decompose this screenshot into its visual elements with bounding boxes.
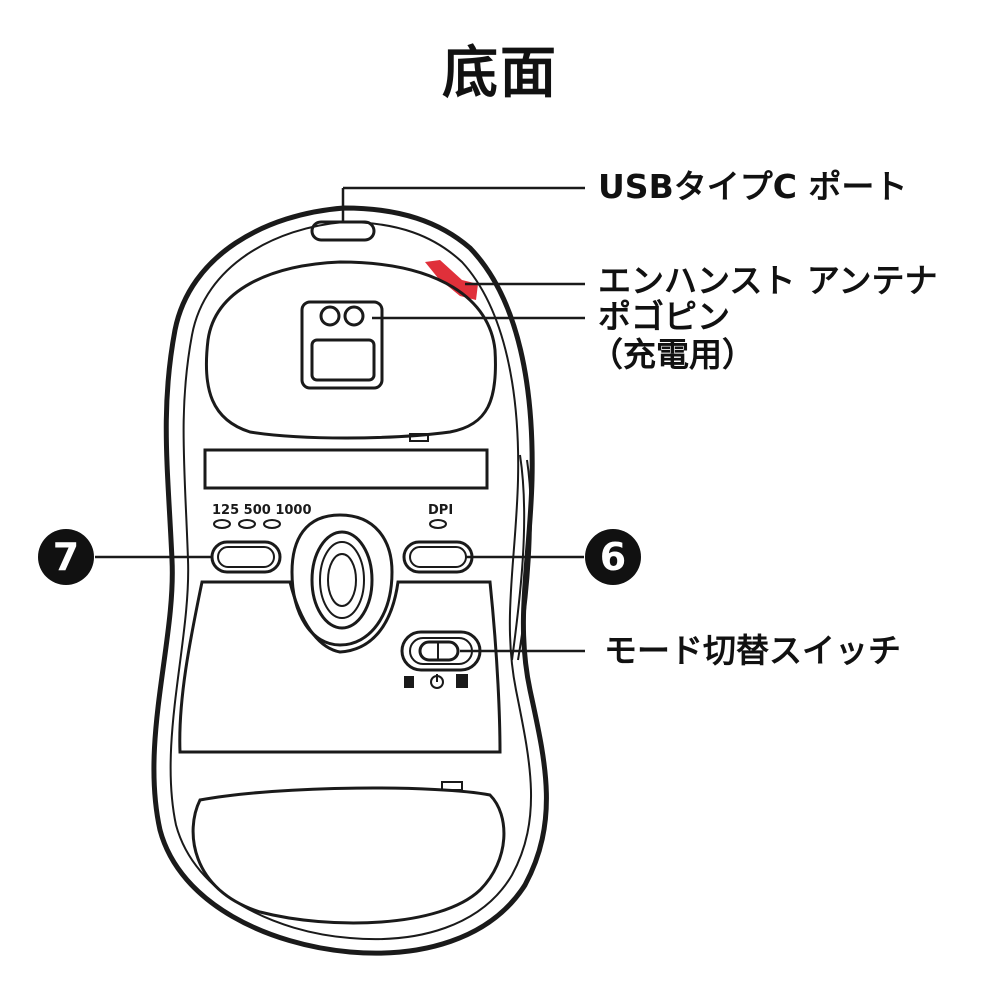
mouse-outer-shell	[151, 205, 549, 956]
sensor	[310, 530, 374, 630]
antenna-callout: エンハンスト アンテナ	[598, 261, 938, 300]
page-title: 底面	[442, 41, 558, 106]
bottom-skate	[191, 786, 506, 925]
receiver-icon	[404, 676, 414, 688]
mode-switch-callout: モード切替スイッチ	[604, 631, 901, 670]
pogo-pin-sub-callout: （充電用）	[590, 335, 755, 374]
side-grip	[511, 454, 526, 661]
badge-right: 6	[585, 529, 641, 585]
label-strip	[203, 448, 489, 490]
cable-icon	[456, 674, 468, 688]
pogo-pin-callout: ポゴピン	[598, 297, 730, 336]
usb-port-callout: USBタイプC ポート	[598, 167, 908, 206]
antenna	[425, 260, 478, 300]
pogo-pin-module	[300, 300, 384, 390]
sensor-surround	[290, 513, 394, 647]
top-skate	[204, 260, 497, 440]
dpi-label: DPI	[428, 503, 453, 518]
middle-skate	[178, 580, 502, 754]
polling-rate-label: 125 500 1000	[212, 503, 312, 518]
badge-left: 7	[38, 529, 94, 585]
mouse-inner-rim	[169, 220, 532, 941]
